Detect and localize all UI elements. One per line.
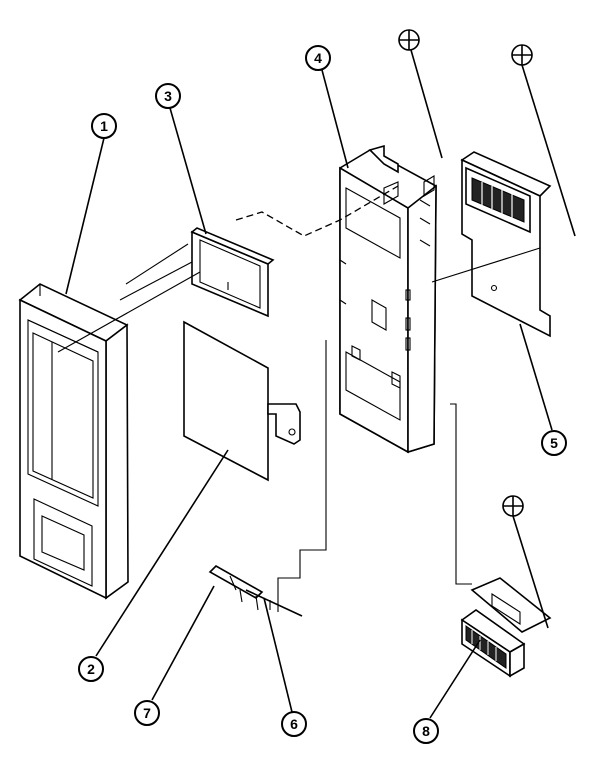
callout-4: 4 [305, 45, 331, 71]
svg-text:5: 5 [550, 435, 558, 451]
part-3-window-glass [190, 227, 275, 318]
svg-text:7: 7 [143, 705, 151, 721]
part-6-rod [245, 589, 303, 617]
svg-text:2: 2 [87, 661, 95, 677]
callout-1: 1 [91, 113, 117, 139]
svg-text:6: 6 [290, 716, 298, 732]
callout-3: 3 [155, 83, 181, 109]
svg-text:8: 8 [422, 723, 430, 739]
callout-8: 8 [413, 718, 439, 744]
screw-top-center [398, 29, 443, 159]
part-1-front-panel [18, 283, 129, 600]
part-4-control-housing [339, 144, 437, 454]
part-5-control-board [460, 151, 552, 338]
assembly-lines [57, 185, 541, 612]
part-8-latch-assembly [460, 577, 552, 678]
callout-5: 5 [541, 430, 567, 456]
svg-text:4: 4 [314, 50, 322, 66]
part-2-panel-sheet [183, 320, 301, 482]
callout-7: 7 [134, 700, 160, 726]
leader-lines [65, 69, 553, 719]
screw-bottom-right [502, 495, 549, 629]
svg-text:3: 3 [164, 88, 172, 104]
part-7-bracket [208, 565, 264, 603]
svg-text:1: 1 [100, 118, 108, 134]
callout-6: 6 [281, 711, 307, 737]
screw-top-right [511, 44, 576, 237]
callout-2: 2 [78, 656, 104, 682]
